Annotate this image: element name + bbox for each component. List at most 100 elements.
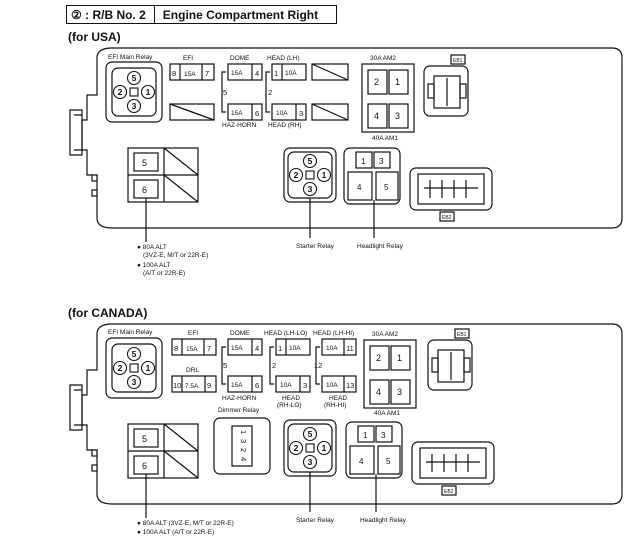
canada-dimmer-1: 1 — [239, 430, 248, 434]
header-code: ② : R/B No. 2 — [67, 6, 155, 23]
canada-efi-main-relay-pin-3-label: 3 — [132, 377, 137, 387]
canada-headlight-relay-1-cell — [357, 425, 375, 443]
usa-haz-horn-fuse-box — [227, 103, 263, 121]
canada-fuse-bracket-2 — [269, 346, 274, 385]
usa-headlight-5: 5 — [384, 183, 389, 192]
canada-fuse-bracket-5 — [221, 346, 226, 385]
usa-eb2-tag: EB2 — [442, 215, 452, 221]
usa-headlight-relay-label: Headlight Relay — [357, 243, 404, 250]
canada-head-lh-hi-fuse-box — [321, 338, 357, 356]
usa-bracket-2-label: 2 — [268, 88, 272, 97]
usa-head-lh-amp: 10A — [285, 70, 297, 77]
canada-eb1-tag-box — [454, 328, 470, 339]
canada-eb1-connector-outer — [427, 339, 473, 391]
usa-am2-left-cell — [367, 69, 388, 95]
canada-am1-label: 40A AM1 — [374, 410, 400, 417]
canada-head-rh-lo-line2: (RH-LO) — [277, 402, 302, 409]
canada-efi-main-relay-pin-2-label: 2 — [118, 363, 123, 373]
canada-am-1: 1 — [397, 353, 402, 363]
usa-starter-relay-label: Starter Relay — [296, 243, 335, 250]
canada-am1-left-cell — [369, 379, 390, 405]
canada-headlight-relay-label: Headlight Relay — [360, 517, 407, 524]
canada-efi-main-relay-pin-3-circle — [126, 374, 142, 390]
usa-am2-label: 30A AM2 — [370, 55, 396, 62]
usa-am-3: 3 — [395, 111, 400, 121]
usa-dome-amp: 15A — [231, 70, 243, 77]
usa-spare-slot-3 — [311, 103, 349, 121]
canada-starter-relay-pin-2-label: 2 — [294, 443, 299, 453]
usa-starter-relay-center-square — [305, 170, 315, 180]
canada-head-rh-hi-fuse-box — [321, 375, 357, 393]
canada-lo2-amp: 10A — [280, 382, 292, 389]
canada-block — [69, 323, 623, 518]
usa-head-rh-fuse-box — [271, 103, 307, 121]
usa-am-1: 1 — [395, 77, 400, 87]
canada-lo-num: 1 — [278, 344, 282, 353]
canada-eb2-tag: EB2 — [444, 489, 454, 495]
usa-block — [69, 47, 623, 242]
usa-am1-label: 40A AM1 — [372, 135, 398, 142]
usa-efi-main-relay-pin-1-circle — [140, 84, 156, 100]
canada-hi-num: 11 — [346, 344, 354, 353]
canada-haz-num: 6 — [255, 381, 259, 390]
canada-headlight-relay-frame — [345, 421, 403, 479]
usa-alt-fuse-slash-bottom — [163, 174, 199, 203]
header-title: Engine Compartment Right — [162, 7, 319, 22]
usa-headlight-relay-4-cell — [347, 171, 373, 201]
canada-efi-label: EFI — [188, 330, 198, 337]
usa-headlight-relay-1-cell — [355, 151, 373, 169]
canada-alt-note-2: ● 100A ALT (A/T or 22R-E) — [137, 529, 214, 536]
canada-starter-relay-label: Starter Relay — [296, 517, 335, 524]
canada-haz-amp: 15A — [231, 382, 243, 389]
canada-dimmer-relay-frame — [213, 417, 271, 475]
canada-am-fuse-frame — [363, 339, 417, 409]
canada-starter-relay-pin-5-label: 5 — [308, 429, 313, 439]
usa-efi-main-relay-pin-5-label: 5 — [132, 73, 137, 83]
canada-dimmer-4: 4 — [239, 457, 248, 461]
canada-dimmer-2: 2 — [239, 448, 248, 452]
usa-head-rh-label: HEAD (RH) — [268, 122, 302, 129]
canada-head-lh-lo-fuse-box — [275, 338, 311, 356]
canada-hi2-amp: 10A — [326, 382, 338, 389]
usa-spare-slot-2 — [311, 63, 349, 81]
canada-efi-main-relay-frame — [105, 337, 163, 399]
canada-am2-right-cell — [390, 345, 411, 371]
canada-bracket-2-label: 2 — [272, 361, 276, 370]
usa-headlight-3: 3 — [379, 157, 384, 166]
usa-efi-fuse-box — [169, 63, 215, 81]
usa-spare-slot-2-slash — [311, 63, 349, 81]
canada-block-outline — [81, 323, 623, 505]
canada-left-tab — [69, 384, 83, 431]
canada-alt-6: 6 — [142, 461, 147, 471]
usa-headlight-relay-5-cell — [375, 171, 399, 201]
usa-eb1-connector-outer — [423, 65, 469, 117]
canada-headlight-relay-3-cell — [375, 425, 393, 443]
canada-head-rh-hi-line2: (RH-HI) — [324, 402, 346, 409]
usa-head-lh-num: 1 — [274, 69, 278, 78]
canada-head-lh-lo-label: HEAD (LH-LO) — [264, 330, 307, 337]
usa-efi-main-relay-center-square — [129, 87, 139, 97]
canada-alt-5: 5 — [142, 434, 147, 444]
usa-head-lh-fuse-box — [271, 63, 307, 81]
usa-head-rh-amp: 10A — [276, 110, 288, 117]
usa-efi-main-relay-pin-3-label: 3 — [132, 101, 137, 111]
section-title-usa: (for USA) — [68, 30, 121, 44]
usa-eb2-tag-box — [439, 211, 455, 222]
canada-drl-num2: 9 — [207, 381, 211, 390]
usa-am-4: 4 — [374, 111, 379, 121]
usa-alt-note-4: (A/T or 22R-E) — [143, 270, 185, 277]
canada-drl-fuse-box — [171, 375, 217, 393]
usa-fuse-bracket-2 — [265, 71, 270, 113]
canada-starter-relay-pin-3-label: 3 — [308, 457, 313, 467]
canada-dome-fuse-box — [227, 338, 263, 356]
canada-eb1-connector-left-latch — [431, 357, 439, 373]
usa-spare-slot-3-slash — [311, 103, 349, 121]
usa-eb1-tag-box — [450, 54, 466, 65]
canada-eb2-tag-box — [441, 485, 457, 496]
usa-haz-horn-label: HAZ-HORN — [222, 122, 257, 129]
canada-drl-label: DRL — [186, 367, 199, 374]
usa-eb1-tag: EB1 — [453, 58, 463, 64]
canada-am-3: 3 — [397, 387, 402, 397]
usa-starter-relay-pin-1-label: 1 — [322, 170, 327, 180]
